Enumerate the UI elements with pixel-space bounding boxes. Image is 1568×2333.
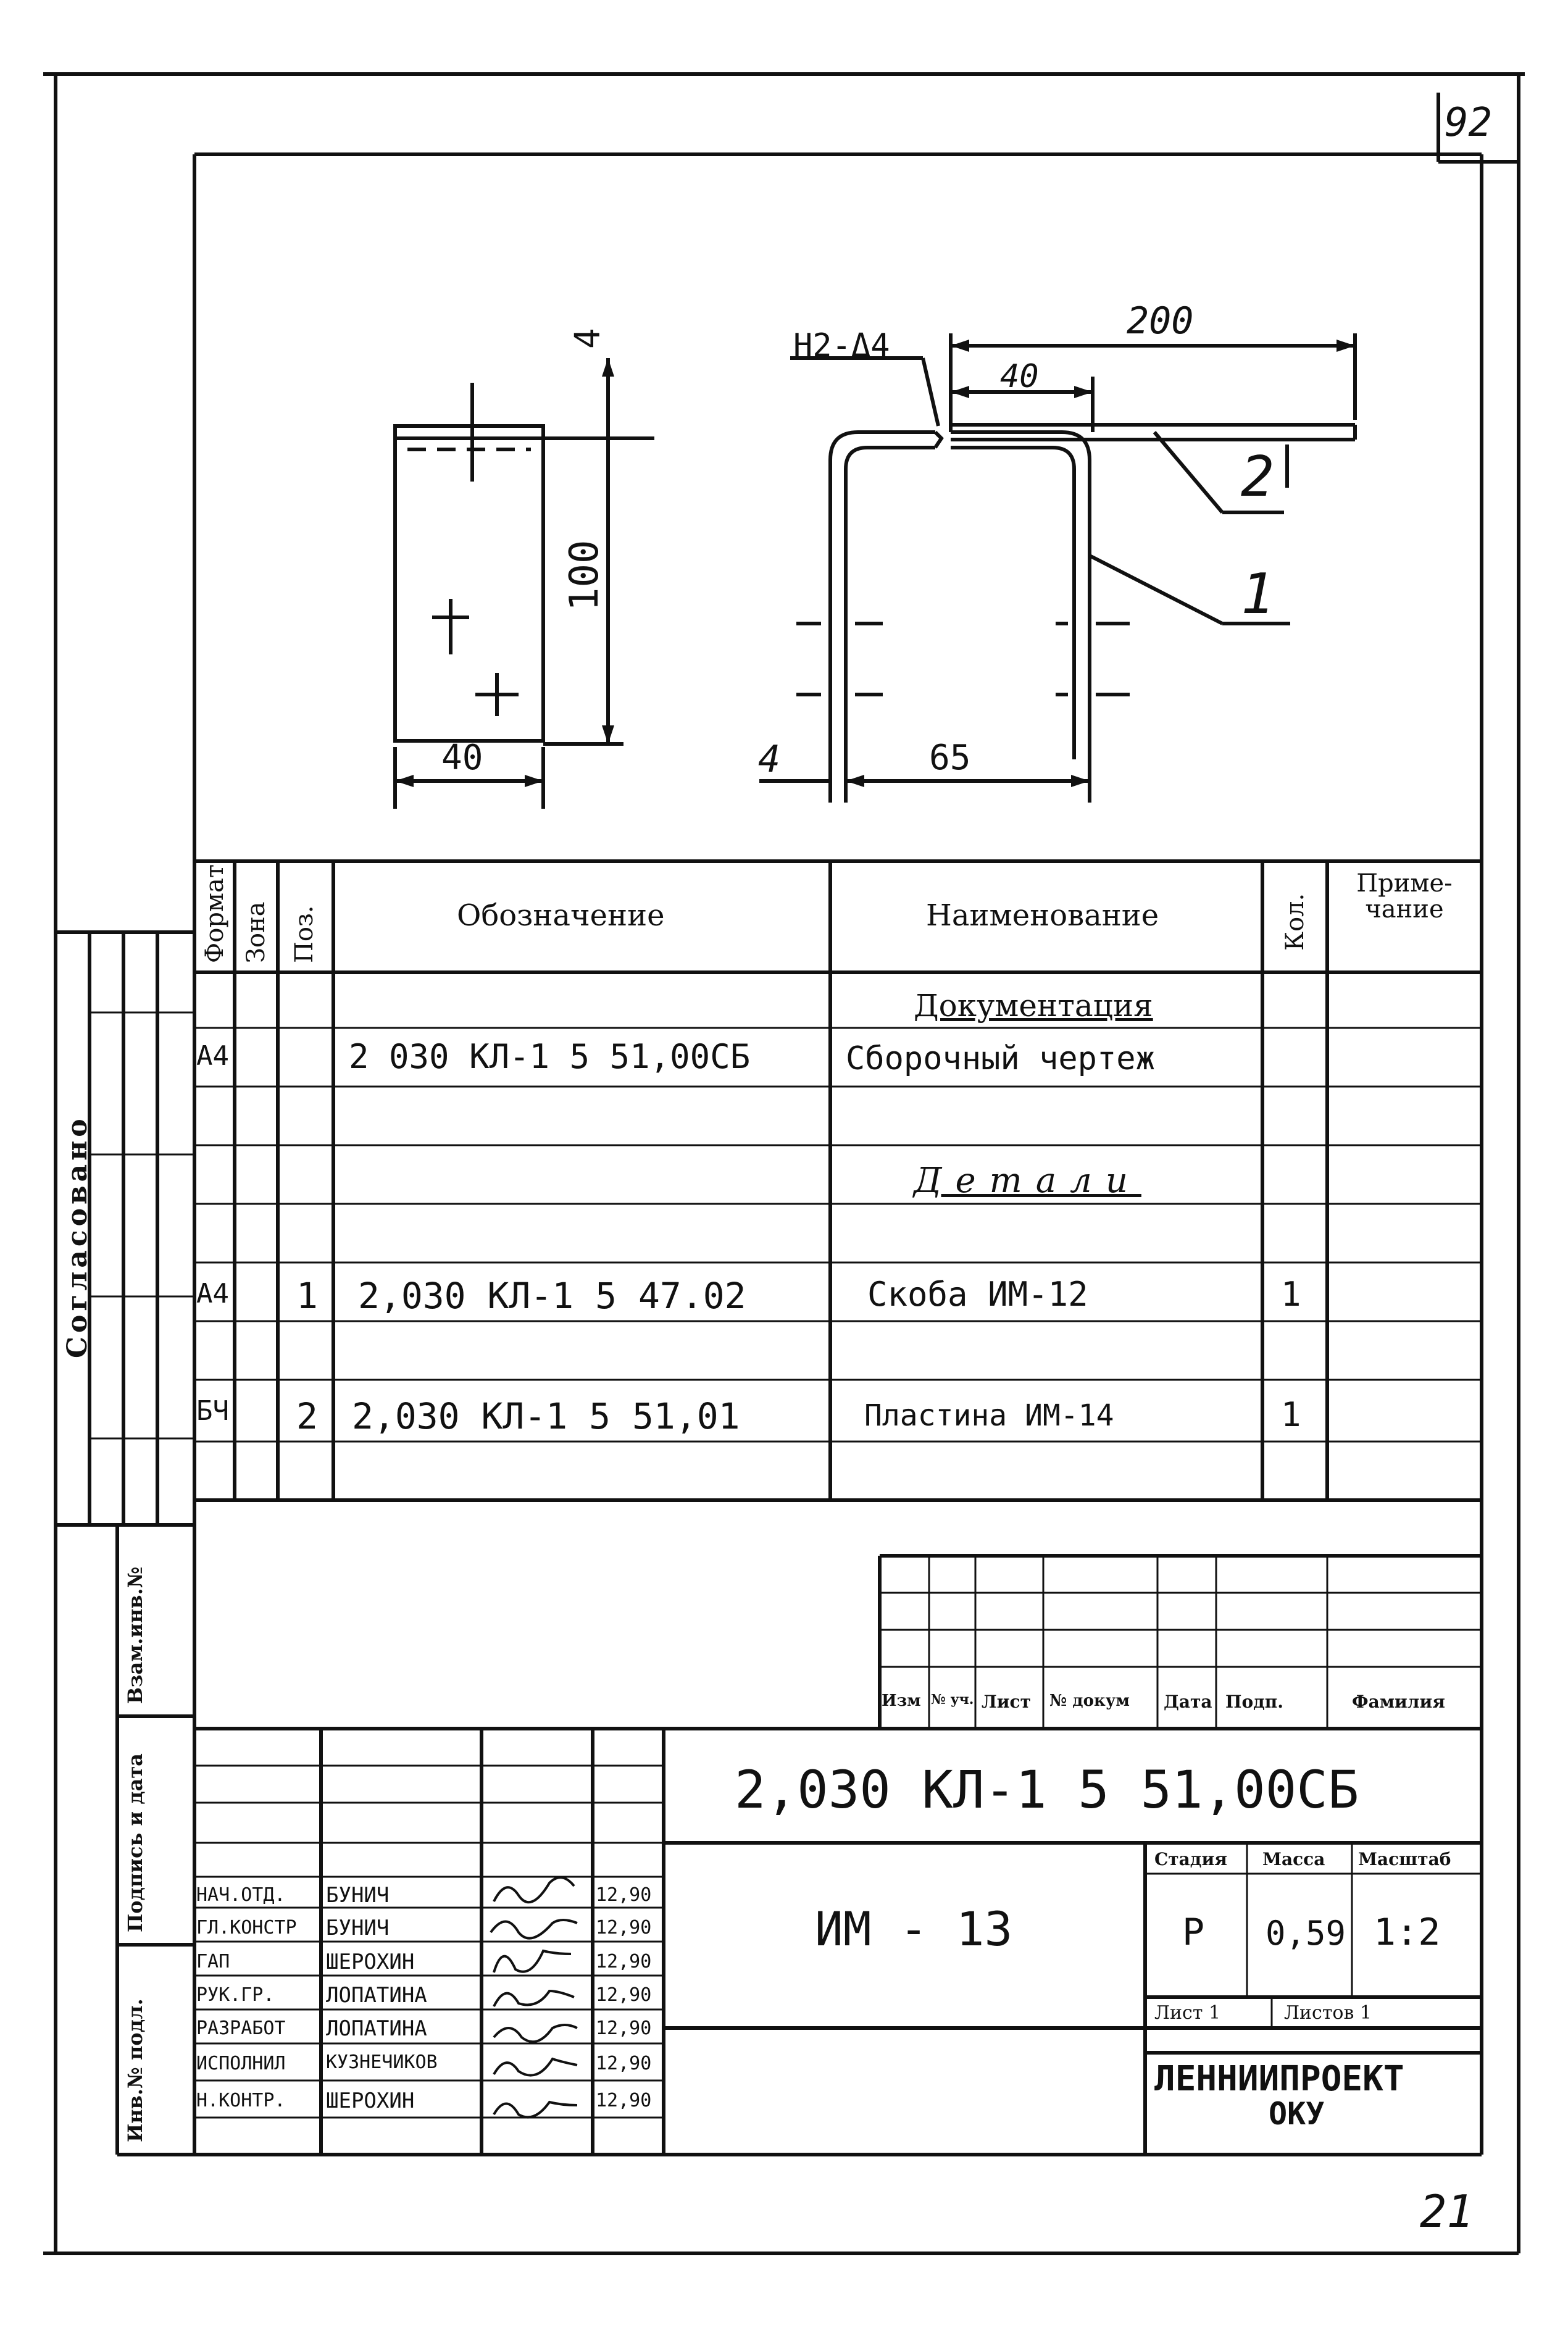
plate-outline <box>393 424 545 743</box>
row1-designation: 2 030 КЛ-1 5 51,00СБ <box>349 1037 751 1076</box>
mass-label: Масса <box>1262 1849 1325 1869</box>
signer-date: 12,90 <box>596 1951 652 1972</box>
signer-date: 12,90 <box>596 2018 652 2039</box>
dim-thickness-4: 4 <box>758 738 781 781</box>
row3-pos: 2 <box>296 1395 318 1437</box>
org-name: ЛЕННИИПРОЕКТ <box>1154 2059 1404 2099</box>
weld-mark: H2-Δ4 <box>793 327 890 364</box>
dim-overall-200: 200 <box>1127 299 1194 343</box>
rev-header-sheet: Лист <box>982 1692 1031 1712</box>
signatures <box>490 1876 578 2119</box>
signer-name: БУНИЧ <box>326 1883 390 1908</box>
org-unit: ОКУ <box>1269 2096 1325 2132</box>
scale-label: Масштаб <box>1358 1849 1451 1869</box>
mass-value: 0,59 <box>1266 1914 1346 1953</box>
signer-role: ИСПОЛНИЛ <box>196 2053 286 2074</box>
signer-role: Н.КОНТР. <box>196 2090 286 2111</box>
drawing-code: 2,030 КЛ-1 5 51,00СБ <box>735 1759 1359 1820</box>
sheet-number: 92 <box>1445 100 1493 146</box>
signer-role: ГАП <box>196 1951 230 1972</box>
col-header-note: Приме-чание <box>1356 869 1453 924</box>
signer-role: НАЧ.ОТД. <box>196 1884 286 1906</box>
row2-qty: 1 <box>1281 1275 1301 1314</box>
scale-value: 1:2 <box>1374 1911 1441 1954</box>
signer-role: ГЛ.КОНСТР <box>196 1917 297 1939</box>
row3-designation: 2,030 КЛ-1 5 51,01 <box>352 1395 740 1437</box>
rev-header-sign: Подп. <box>1225 1692 1284 1712</box>
dim-width-65: 65 <box>929 738 971 778</box>
signer-date: 12,90 <box>596 2053 652 2074</box>
product-name: ИМ - 13 <box>815 1901 1013 1956</box>
signer-date: 12,90 <box>596 2090 652 2111</box>
stage-label: Стадия <box>1154 1849 1227 1869</box>
row2-pos: 1 <box>296 1275 318 1317</box>
signer-name: ЛОПАТИНА <box>326 1983 427 2008</box>
part-drawing <box>393 333 1357 809</box>
rev-header-name: Фамилия <box>1352 1692 1445 1712</box>
signer-name: ШЕРОХИН <box>326 1950 415 1974</box>
signer-role: РАЗРАБОТ <box>196 2018 286 2039</box>
signer-date: 12,90 <box>596 1917 652 1939</box>
sheet-label: Лист 1 <box>1154 2002 1221 2024</box>
signer-name: ЛОПАТИНА <box>326 2016 427 2041</box>
signer-date: 12,90 <box>596 1984 652 2006</box>
leader-label-2: 2 <box>1241 444 1275 509</box>
page-mark: 21 <box>1420 2185 1474 2237</box>
rev-header-change: Изм <box>882 1692 921 1710</box>
row3-name: Пластина ИМ-14 <box>864 1398 1114 1433</box>
row3-format: БЧ <box>196 1395 229 1427</box>
signer-role: РУК.ГР. <box>196 1984 275 2006</box>
row2-format: A4 <box>196 1278 229 1309</box>
section-docs: Документация <box>914 988 1153 1024</box>
col-header-designation: Обозначение <box>457 898 665 933</box>
stage-value: Р <box>1182 1911 1205 1954</box>
row2-name: Скоба ИМ-12 <box>867 1275 1088 1314</box>
signer-name: БУНИЧ <box>326 1916 390 1940</box>
spec-table-grid <box>194 859 1482 1502</box>
row3-qty: 1 <box>1281 1395 1301 1434</box>
row1-format: A4 <box>196 1040 229 1072</box>
row2-designation: 2,030 КЛ-1 5 47.02 <box>358 1275 746 1317</box>
row1-name: Сборочный чертеж <box>846 1040 1155 1077</box>
dim-width-40-left: 40 <box>441 738 483 778</box>
signer-name: КУЗНЕЧИКОВ <box>326 2051 438 2073</box>
rev-header-date: Дата <box>1164 1692 1212 1712</box>
sheets-label: Листов 1 <box>1284 2002 1372 2024</box>
leader-label-1: 1 <box>1241 562 1275 627</box>
col-header-name: Наименование <box>926 898 1159 933</box>
signer-name: ШЕРОХИН <box>326 2089 415 2113</box>
dim-inner-40: 40 <box>1000 358 1039 395</box>
section-parts: Детали <box>914 1161 1141 1201</box>
rev-header-uch: № уч. <box>931 1692 974 1708</box>
signer-date: 12,90 <box>596 1884 652 1906</box>
rev-header-doc: № докум <box>1049 1692 1130 1710</box>
